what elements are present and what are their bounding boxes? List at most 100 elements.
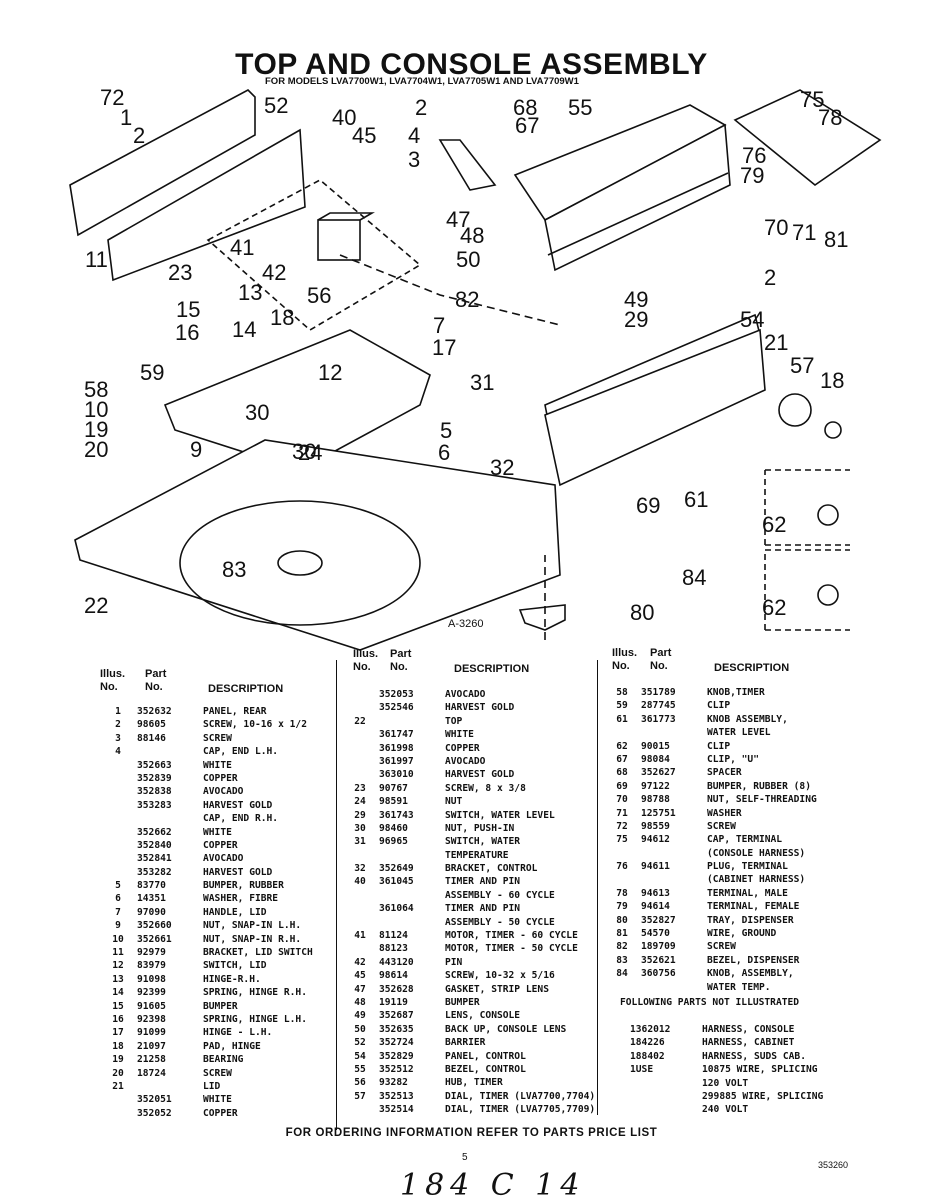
part-description: TIMER AND PIN: [445, 903, 521, 915]
part-number: 361997: [379, 755, 414, 767]
part-description: COPPER: [203, 1107, 238, 1119]
illus-number: 54: [354, 1050, 366, 1062]
part-number: 96965: [379, 836, 408, 848]
page-number: 5: [462, 1152, 468, 1163]
part-number: 287745: [641, 700, 676, 712]
header-illus-col2: Illus.No.: [353, 648, 379, 673]
part-description: PANEL, CONTROL: [445, 1050, 526, 1062]
parts-row: 352051 WHITE: [103, 1093, 335, 1106]
callout-number: 18: [270, 305, 294, 330]
parts-row: (CONSOLE HARNESS): [607, 847, 837, 860]
illus-number: 67: [616, 753, 628, 765]
callout-number: 1: [120, 105, 132, 130]
part-number: 353282: [137, 866, 172, 878]
part-number: 184226: [630, 1037, 665, 1049]
illus-number: 6: [115, 893, 121, 905]
callout-number: 15: [176, 297, 200, 322]
illus-number: 40: [354, 876, 366, 888]
part-description: BEZEL, CONTROL: [445, 1063, 526, 1075]
illus-number: 80: [616, 914, 628, 926]
illus-number: 84: [616, 968, 628, 980]
illus-number: 41: [354, 930, 366, 942]
part-number: 94613: [641, 887, 670, 899]
part-number: 352621: [641, 954, 676, 966]
callout-number: 24: [298, 440, 322, 465]
part-description: BRACKET, CONTROL: [445, 863, 538, 875]
part-number: 81124: [379, 930, 408, 942]
part-description: HINGE - L.H.: [203, 1027, 273, 1039]
part-number: 98788: [641, 794, 670, 806]
part-description: TOP: [445, 715, 463, 727]
part-description: WHITE: [203, 759, 232, 771]
callout-number: 14: [232, 317, 256, 342]
callout-number: 20: [84, 437, 108, 462]
page-title: TOP AND CONSOLE ASSEMBLY: [235, 48, 708, 81]
header-desc-col1: DESCRIPTION: [208, 683, 284, 695]
part-description: BARRIER: [445, 1037, 486, 1049]
illus-number: 2: [115, 719, 121, 731]
illus-number: 70: [616, 794, 628, 806]
part-description: (CONSOLE HARNESS): [707, 847, 806, 859]
callout-number: 23: [168, 260, 192, 285]
part-description: WASHER: [707, 807, 742, 819]
part-description: TERMINAL, FEMALE: [707, 901, 800, 913]
part-number: 92979: [137, 947, 166, 959]
part-number: 91605: [137, 1000, 166, 1012]
callout-number: 62: [762, 595, 786, 620]
part-description: SWITCH, WATER LEVEL: [445, 809, 555, 821]
part-number: 98460: [379, 822, 408, 834]
callout-number: 42: [262, 260, 286, 285]
callout-number: 29: [624, 307, 648, 332]
part-description: CAP, TERMINAL: [707, 834, 783, 846]
part-description: (CABINET HARNESS): [707, 874, 806, 886]
diagram-reference: A-3260: [448, 618, 483, 630]
part-description: WHITE: [203, 826, 232, 838]
part-description: GASKET, STRIP LENS: [445, 983, 549, 995]
part-description: HARNESS, CABINET: [702, 1037, 795, 1049]
callout-number: 4: [408, 123, 420, 148]
part-number: 94611: [641, 861, 670, 873]
callout-number: 62: [762, 512, 786, 537]
part-description: SPACER: [707, 767, 742, 779]
illus-number: 16: [112, 1013, 124, 1025]
illus-number: 30: [354, 822, 366, 834]
illus-number: 62: [616, 740, 628, 752]
part-description: HINGE-R.H.: [203, 973, 261, 985]
part-description: WHITE: [445, 729, 474, 741]
part-description: 240 VOLT: [702, 1104, 749, 1116]
part-description: WHITE: [203, 1094, 232, 1106]
illus-number: 12: [112, 960, 124, 972]
part-number: 352840: [137, 839, 172, 851]
part-number: 361747: [379, 729, 414, 741]
part-description: SCREW: [707, 941, 736, 953]
header-desc-col3: DESCRIPTION: [714, 662, 790, 674]
part-description: HARVEST GOLD: [203, 799, 273, 811]
part-number: 352838: [137, 786, 172, 798]
illus-number: 78: [616, 887, 628, 899]
illus-number: 68: [616, 767, 628, 779]
callout-number: 61: [684, 487, 708, 512]
part-description: WATER TEMP.: [707, 981, 771, 993]
part-number: 88146: [137, 732, 166, 744]
illus-number: 83: [616, 954, 628, 966]
part-number: 352051: [137, 1094, 172, 1106]
part-number: 125751: [641, 807, 676, 819]
